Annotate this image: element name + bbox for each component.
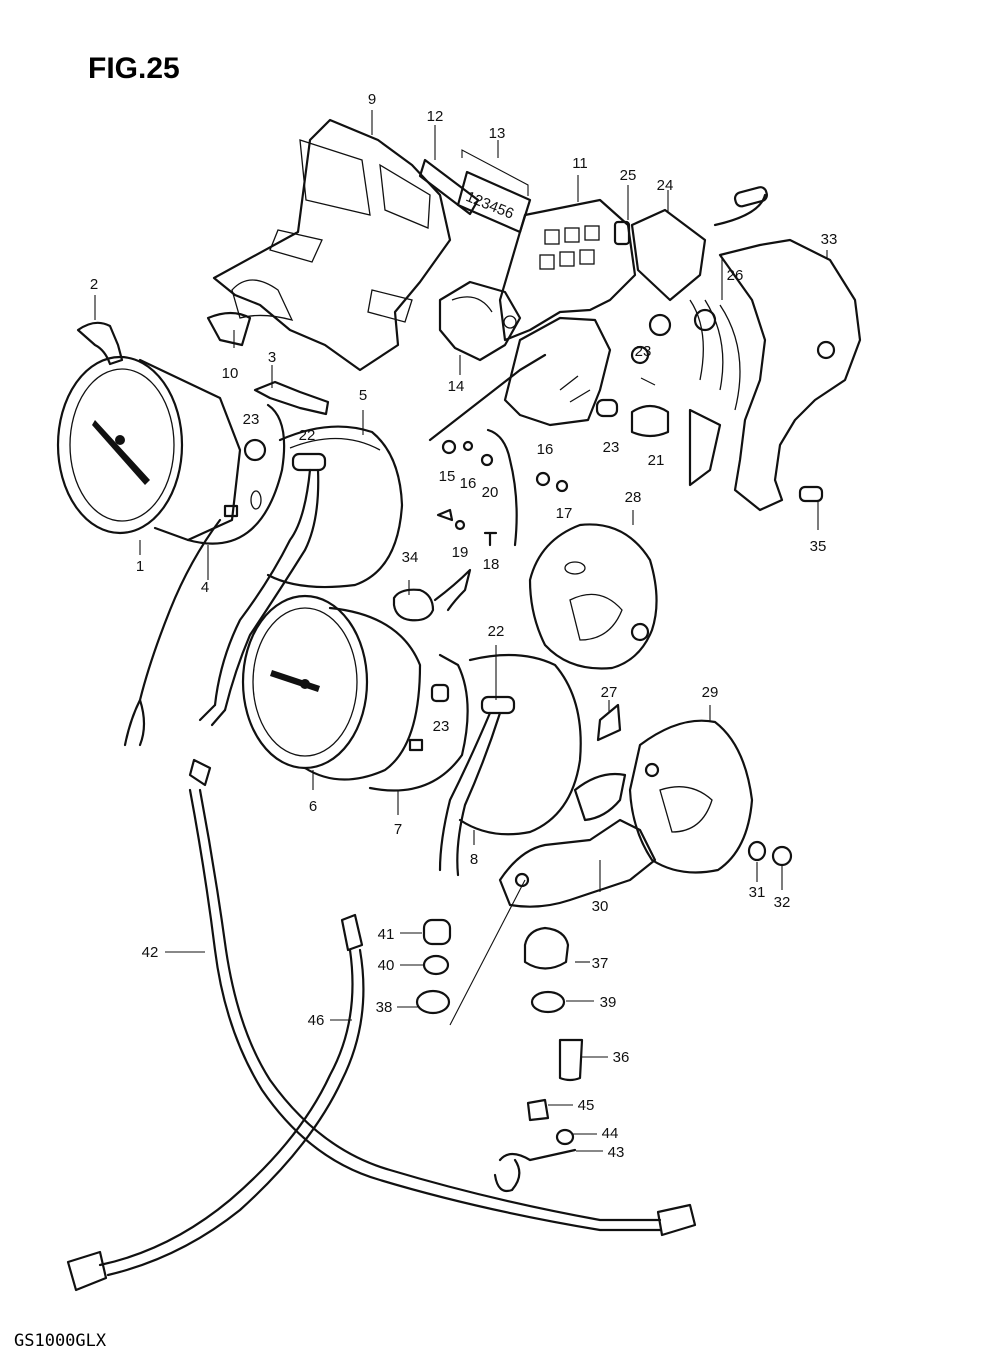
- indicator-plate: [418, 158, 480, 216]
- callout-16-right: 16: [537, 441, 554, 458]
- callout-23-socket: 23: [635, 343, 652, 360]
- socket-assembly: [613, 186, 768, 411]
- callout-17: 17: [556, 505, 573, 522]
- tachometer-cup: [438, 653, 582, 877]
- fuel-gauge-wire: [486, 428, 518, 547]
- callout-22-lower: 22: [488, 623, 505, 640]
- callout-43: 43: [608, 1144, 625, 1161]
- bulb-sockets: [595, 398, 824, 503]
- callout-30: 30: [592, 898, 609, 915]
- callout-13: 13: [489, 125, 506, 142]
- callout-21: 21: [648, 452, 665, 469]
- callout-11: 11: [572, 155, 588, 172]
- callout-40: 40: [378, 957, 395, 974]
- odometer-digits: 123456: [463, 188, 516, 223]
- washer-38: [415, 989, 451, 1015]
- callout-6: 6: [309, 798, 317, 815]
- speedometer-cup: [266, 425, 404, 589]
- speedometer-cable: [188, 758, 697, 1237]
- screw-45: [526, 1098, 550, 1122]
- model-code: GS1000GLX: [14, 1331, 107, 1351]
- callout-23-lower: 23: [603, 439, 620, 456]
- callout-8: 8: [470, 851, 478, 868]
- callout-28: 28: [625, 489, 642, 506]
- callout-3: 3: [268, 349, 276, 366]
- meter-bracket: [253, 380, 330, 416]
- bulb-upper: [198, 452, 327, 727]
- callout-12: 12: [427, 108, 444, 125]
- figure-title: FIG.25: [88, 52, 180, 85]
- callout-16-left: 16: [460, 475, 477, 492]
- callout-5: 5: [359, 387, 367, 404]
- callout-7: 7: [394, 821, 402, 838]
- rubber-cushion: [392, 588, 435, 622]
- callout-22-upper: 22: [299, 427, 316, 444]
- callout-42: 42: [142, 944, 159, 961]
- cushion: [206, 311, 252, 347]
- callout-2: 2: [90, 276, 98, 293]
- leader-14-dash: [428, 353, 547, 442]
- callout-46: 46: [308, 1012, 325, 1029]
- washer-40: [422, 954, 450, 976]
- fuel-gauge-bracket: [438, 280, 522, 362]
- housing-bracket: [688, 238, 862, 512]
- callout-26: 26: [727, 267, 744, 284]
- speedometer: [56, 355, 242, 542]
- callout-23-tach: 23: [433, 718, 450, 735]
- grommet: [76, 321, 124, 366]
- washer-39: [530, 990, 566, 1014]
- leader-lines: [94, 110, 828, 1152]
- callout-14: 14: [448, 378, 465, 395]
- tachometer: [241, 594, 424, 781]
- washer-31: [747, 840, 767, 862]
- callout-27: 27: [601, 684, 618, 701]
- tach-bulb-23: [430, 683, 450, 703]
- callout-44: 44: [602, 1125, 619, 1142]
- indicator-panel: [498, 198, 637, 427]
- washer-44: [555, 1128, 575, 1146]
- callout-39: 39: [600, 994, 617, 1011]
- callout-23-speedo: 23: [243, 411, 260, 428]
- callout-32: 32: [774, 894, 791, 911]
- callout-37: 37: [592, 955, 609, 972]
- callout-15: 15: [439, 468, 456, 485]
- odometer-lens: 123456: [456, 149, 532, 234]
- callout-45: 45: [578, 1097, 595, 1114]
- tachometer-cable: [66, 913, 365, 1292]
- meter-upper-cover: [212, 118, 452, 372]
- meter-lower-cover-left: [528, 523, 658, 670]
- nut-32: [771, 845, 793, 867]
- cap-41: [422, 918, 452, 946]
- callout-33: 33: [821, 231, 838, 248]
- callout-24: 24: [657, 177, 674, 194]
- callout-19: 19: [452, 544, 469, 561]
- callout-4: 4: [201, 579, 209, 596]
- callout-10: 10: [222, 365, 239, 382]
- callout-36: 36: [613, 1049, 630, 1066]
- tachometer-case: [368, 653, 469, 792]
- bracket-tab: [433, 568, 472, 612]
- callout-38: 38: [376, 999, 393, 1016]
- callout-1: 1: [136, 558, 144, 575]
- callout-25: 25: [620, 167, 637, 184]
- callout-41: 41: [378, 926, 395, 943]
- callout-numbers: 9 12 13 11 25 24 33 2 26 23 3 10 14 5 23…: [90, 91, 838, 1161]
- small-hardware: [436, 439, 569, 547]
- speedometer-wire: [123, 518, 222, 747]
- callout-31: 31: [749, 884, 766, 901]
- callout-20: 20: [482, 484, 499, 501]
- speedometer-case: [186, 403, 286, 545]
- callout-35: 35: [810, 538, 827, 555]
- grommet-37: [523, 926, 570, 970]
- ring-43: [493, 1148, 577, 1193]
- callout-18: 18: [483, 556, 500, 573]
- callout-34: 34: [402, 549, 419, 566]
- meter-lower-cover-right: [628, 719, 754, 874]
- callout-29: 29: [702, 684, 719, 701]
- collar-36: [558, 1038, 584, 1082]
- callout-9: 9: [368, 91, 376, 108]
